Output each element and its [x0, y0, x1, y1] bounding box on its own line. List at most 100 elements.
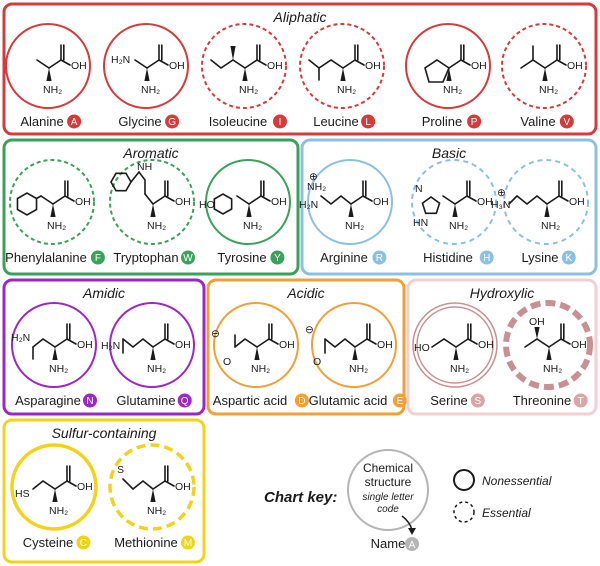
essential-circle [201, 23, 287, 109]
code-badge [181, 535, 195, 550]
essential-circle [411, 159, 497, 245]
hydroxyl-label: OH [71, 60, 87, 72]
hydroxyl-label: HO [414, 342, 430, 354]
charge-label: ⊖ [211, 328, 220, 340]
nonessential-circle [213, 302, 299, 388]
code-badge [470, 393, 485, 408]
hydroxyl-label: OH [279, 339, 295, 351]
wedge-bond [544, 204, 550, 217]
charge-label: ⊕ [497, 187, 506, 199]
nonessential-circle [405, 23, 491, 109]
key-name-label: Name [371, 536, 406, 551]
amino-acid-name: Cysteine [23, 535, 74, 550]
amine-label: NH₂ [147, 363, 166, 375]
bond-line [134, 59, 148, 69]
bond-line [164, 195, 175, 202]
bond-line [152, 195, 166, 205]
bond-line [40, 195, 54, 205]
wedge-bond [52, 347, 58, 360]
wedge-bond [534, 327, 540, 339]
amine-label: NH₂ [541, 220, 560, 232]
code-badge [559, 114, 574, 129]
bond-line [260, 195, 271, 202]
hydroxyl-label: OH [271, 196, 287, 208]
bond-line [110, 172, 132, 192]
thiol-label: HS [15, 488, 30, 500]
group-title: Acidic [286, 285, 324, 301]
code-badge-letter: Q [181, 396, 189, 407]
amine-label: H₃N [491, 199, 510, 211]
amino-acid-name: Isoleucine [209, 114, 268, 129]
hydroxyl-label: OH [267, 60, 283, 72]
group-border [2, 278, 206, 416]
nonessential-circle [109, 302, 195, 388]
amino-acid-name: Glutamic acid [309, 393, 388, 408]
bond-line [354, 59, 365, 66]
amine-label: NH₂ [349, 363, 368, 375]
bond-line [158, 59, 169, 66]
hydroxyl-label: OH [373, 196, 389, 208]
hydroxyl-label: OH [569, 196, 585, 208]
wedge-bond [230, 46, 236, 60]
code-badge-letter: N [86, 396, 93, 407]
wedge-bond [150, 204, 156, 217]
bond-line [342, 59, 356, 69]
bond-line [32, 480, 56, 490]
hydroxyl-label: OH [77, 481, 93, 493]
key-code-line2: code [377, 504, 399, 515]
amino-acid-name: Serine [430, 393, 468, 408]
bond-line [66, 338, 77, 345]
amine-label: NH₂ [239, 84, 258, 96]
code-badge-letter: T [578, 396, 584, 407]
amino-acid-isoleucine: OH NH₂ Isoleucine I [201, 23, 287, 129]
bond-line [556, 59, 567, 66]
bond-line [268, 338, 279, 345]
amine-label: NH₂ [251, 363, 270, 375]
bond-line [164, 480, 175, 487]
charge-label: ⊕ [309, 171, 318, 183]
hydroxyl-label: OH [169, 60, 185, 72]
key-essential-circle [453, 501, 475, 523]
amine-label: NH₂ [49, 505, 68, 517]
amino-acid-name: Methionine [114, 535, 178, 550]
key-nonessential-circle [453, 469, 475, 491]
amine-label: NH₂ [49, 363, 68, 375]
code-badge [270, 250, 285, 265]
code-badge [573, 393, 588, 408]
code-badge-letter: I [279, 117, 282, 128]
amino-acid-name: Aspartic acid [213, 393, 287, 408]
bond-line [244, 59, 258, 69]
group-title: Hydroxylic [470, 285, 535, 301]
amino-acid-name: Alanine [20, 114, 63, 129]
hydroxyl-label: OH [175, 339, 191, 351]
imidazole-label: N [415, 183, 423, 195]
bond-line [213, 193, 233, 215]
group-title: Aliphatic [273, 9, 327, 25]
wedge-bond [50, 204, 56, 217]
bond-line [320, 194, 352, 206]
group-title: Sulfur-containing [52, 425, 157, 441]
code-badge [76, 535, 91, 550]
key-essential-label: Essential [482, 506, 531, 520]
code-badge-letter: S [474, 396, 481, 407]
wedge-bond [144, 68, 150, 81]
code-badge-letter: W [183, 253, 193, 264]
nonessential-circle [205, 159, 291, 245]
bond-line [64, 195, 75, 202]
charge-label: ⊖ [305, 324, 314, 336]
